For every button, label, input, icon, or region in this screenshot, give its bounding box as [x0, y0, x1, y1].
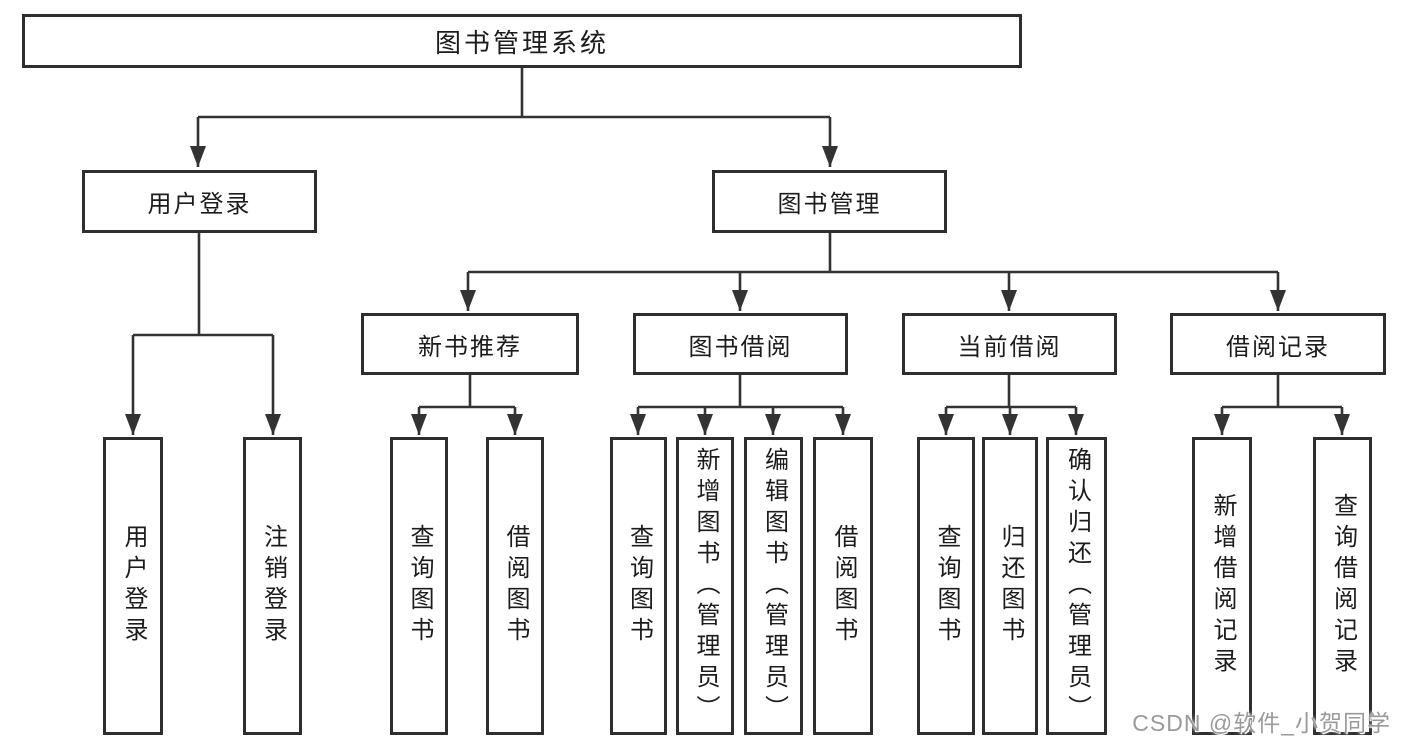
connector-borrowing-records — [1214, 375, 1350, 435]
leaf-logout: 注销登录 — [243, 437, 302, 735]
leaf-borrowing-query-label: 查询图书 — [625, 524, 653, 648]
node-user-login-label: 用户登录 — [147, 191, 252, 218]
connector-book-borrowing — [630, 375, 851, 435]
connector-book-management — [460, 233, 1286, 311]
connector-new-books — [411, 375, 523, 435]
connector-root — [190, 68, 838, 167]
node-borrowing-records: 借阅记录 — [1170, 313, 1386, 375]
leaf-logout-label: 注销登录 — [259, 524, 287, 648]
leaf-borrowing-query: 查询图书 — [610, 437, 667, 735]
leaf-newbooks-query-label: 查询图书 — [406, 524, 433, 648]
node-current-borrowing: 当前借阅 — [902, 313, 1117, 375]
node-current-borrowing-label: 当前借阅 — [957, 333, 1062, 361]
leaf-current-confirm-admin: 确认归还（管理员） — [1046, 437, 1107, 735]
leaf-user-login-label: 用户登录 — [120, 524, 147, 648]
leaf-newbooks-borrow: 借阅图书 — [486, 437, 544, 735]
leaf-current-query-label: 查询图书 — [933, 524, 960, 648]
node-book-management: 图书管理 — [712, 170, 947, 233]
leaf-current-confirm-admin-label: 确认归还（管理员） — [1063, 446, 1091, 726]
node-book-management-label: 图书管理 — [777, 191, 882, 218]
leaf-user-login: 用户登录 — [103, 437, 163, 735]
node-new-books-label: 新书推荐 — [418, 333, 522, 361]
leaf-borrowing-add-admin: 新增图书（管理员） — [676, 437, 734, 735]
leaf-newbooks-borrow-label: 借阅图书 — [502, 524, 529, 648]
leaf-records-query: 查询借阅记录 — [1313, 437, 1372, 735]
leaf-current-return-label: 归还图书 — [997, 524, 1024, 648]
csdn-watermark: CSDN @软件_小贺同学 — [1132, 710, 1391, 736]
connector-user-login — [125, 233, 281, 435]
node-borrowing-records-label: 借阅记录 — [1226, 333, 1330, 361]
node-root-label: 图书管理系统 — [434, 27, 609, 58]
leaf-borrowing-edit-admin-label: 编辑图书（管理员） — [760, 446, 788, 726]
leaf-records-add: 新增借阅记录 — [1192, 437, 1252, 735]
leaf-current-query: 查询图书 — [917, 437, 975, 735]
node-new-books: 新书推荐 — [361, 313, 579, 375]
leaf-borrowing-borrow-label: 借阅图书 — [830, 524, 857, 648]
leaf-borrowing-edit-admin: 编辑图书（管理员） — [744, 437, 803, 735]
leaf-current-return: 归还图书 — [982, 437, 1038, 735]
leaf-borrowing-add-admin-label: 新增图书（管理员） — [692, 446, 719, 726]
node-book-borrowing-label: 图书借阅 — [688, 333, 793, 361]
node-user-login: 用户登录 — [82, 170, 317, 233]
leaf-newbooks-query: 查询图书 — [390, 437, 448, 735]
node-root-system: 图书管理系统 — [22, 14, 1022, 68]
node-book-borrowing: 图书借阅 — [633, 313, 848, 375]
leaf-records-add-label: 新增借阅记录 — [1209, 493, 1236, 679]
leaf-borrowing-borrow: 借阅图书 — [813, 437, 873, 735]
connector-current-borrowing — [938, 375, 1084, 435]
leaf-records-query-label: 查询借阅记录 — [1329, 493, 1357, 679]
